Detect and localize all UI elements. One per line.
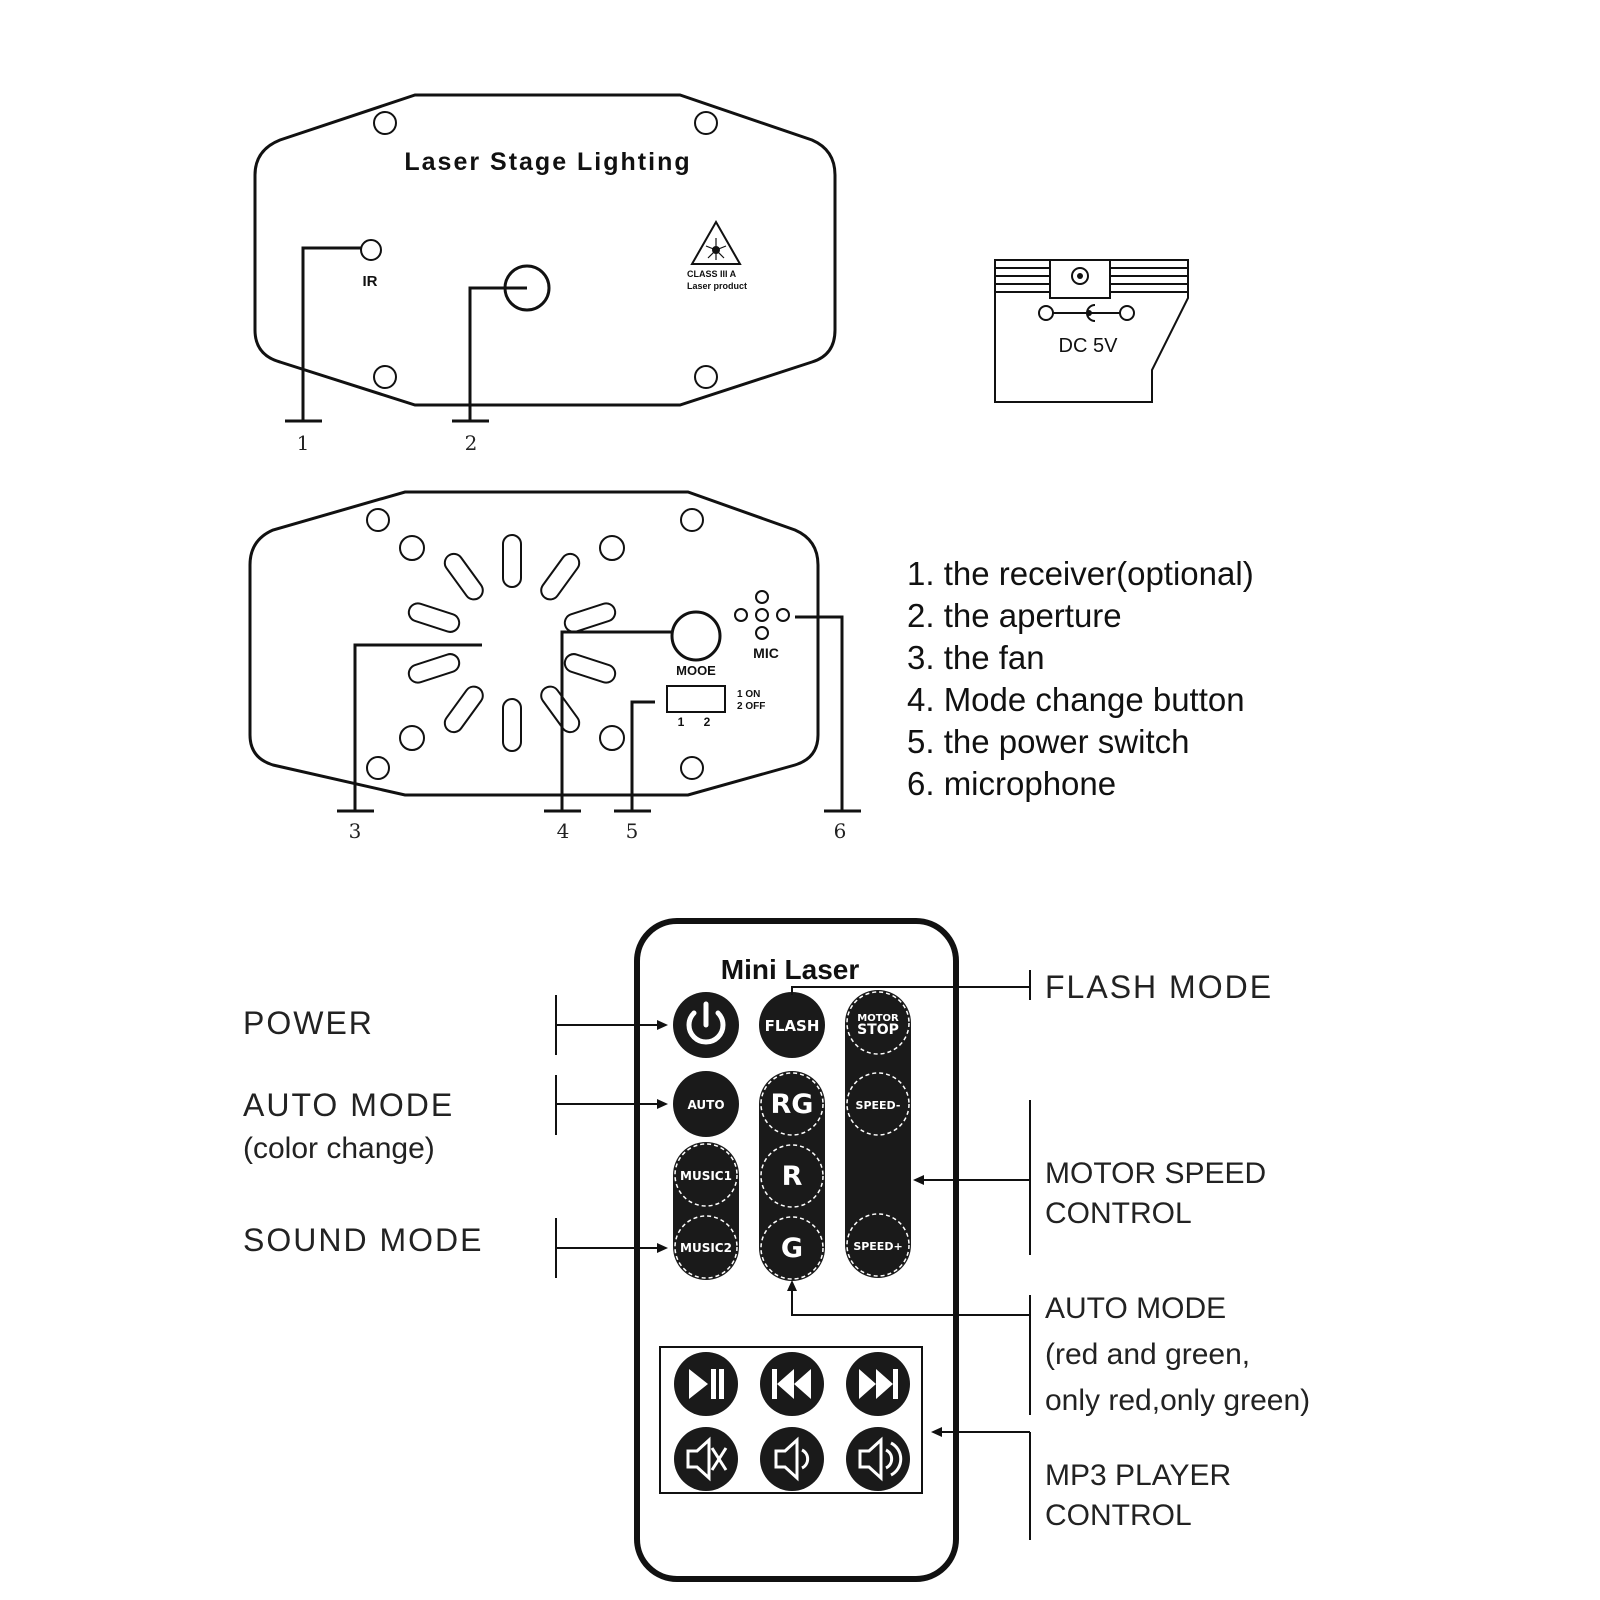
mute-icon <box>686 1436 728 1482</box>
laser-class-text: CLASS III A <box>687 269 737 279</box>
volume-down-icon <box>774 1436 810 1482</box>
auto-mode-colors-label-1: AUTO MODE <box>1045 1292 1226 1325</box>
vent-lines <box>995 267 1188 293</box>
flash-mode-label: FLASH MODE <box>1045 969 1273 1005</box>
play-pause-icon <box>689 1369 724 1399</box>
mic-label: MIC <box>753 645 779 661</box>
next-track-icon <box>859 1369 898 1399</box>
g-button[interactable]: G <box>781 1233 803 1264</box>
mute-button[interactable] <box>674 1427 738 1491</box>
front-panel: Laser Stage Lighting IR 1 2 CLASS III A … <box>253 93 837 455</box>
front-panel-outline <box>253 93 837 407</box>
callout-number-6: 6 <box>834 819 847 843</box>
motor-stop-button[interactable]: STOP <box>857 1022 899 1038</box>
callout-line-5 <box>630 700 655 810</box>
polarity-icon <box>1038 304 1135 322</box>
callout-number-3: 3 <box>349 819 362 843</box>
callout-line-1 <box>301 246 361 420</box>
ir-receiver <box>360 239 382 261</box>
auto-mode-colors-label-2: (red and green, <box>1045 1338 1250 1371</box>
legend-item: 3. the fan <box>907 639 1045 676</box>
auto-mode-sublabel: (color change) <box>243 1132 435 1165</box>
power-icon <box>686 1001 726 1045</box>
panel-title: Laser Stage Lighting <box>404 148 691 176</box>
r-button[interactable]: R <box>782 1161 803 1192</box>
auto-mode-colors-label-3: only red,only green) <box>1045 1384 1310 1417</box>
callout-number-1: 1 <box>297 431 310 455</box>
callout-number-5: 5 <box>626 819 639 843</box>
switch-pos-2: 2 <box>704 715 711 729</box>
switch-on-label: 1 ON <box>737 689 760 700</box>
dc-socket-icon <box>1071 267 1089 285</box>
remote-control: Mini Laser AUTO MUSIC1 MUSIC2 FLASH RG R… <box>634 918 959 1582</box>
legend-item: 1. the receiver(optional) <box>907 555 1254 592</box>
microphone-holes <box>734 590 790 640</box>
mp3-control-box <box>659 1346 923 1494</box>
mp3-label-2: CONTROL <box>1045 1499 1192 1532</box>
screw-hole <box>373 111 397 135</box>
dc-label: DC 5V <box>1059 335 1119 357</box>
power-switch[interactable] <box>666 685 726 713</box>
screw-hole <box>694 111 718 135</box>
legend-item: 6. microphone <box>907 765 1116 802</box>
callout-line-4 <box>560 630 672 810</box>
volume-down-button[interactable] <box>760 1427 824 1491</box>
callout-line-6 <box>795 615 844 810</box>
power-jack-panel: DC 5V <box>994 259 1189 403</box>
callout-number-4: 4 <box>557 819 570 843</box>
music-button-group <box>673 1142 739 1280</box>
screw-hole <box>694 365 718 389</box>
flash-button[interactable] <box>759 992 825 1058</box>
motor-speed-label-2: CONTROL <box>1045 1197 1192 1230</box>
auto-mode-label: AUTO MODE <box>243 1087 454 1123</box>
speed-minus-button[interactable]: SPEED- <box>856 1099 901 1112</box>
screw-hole <box>373 365 397 389</box>
remote-callouts: POWER AUTO MODE (color change) SOUND MOD… <box>243 969 1310 1540</box>
legend-item: 4. Mode change button <box>907 681 1245 718</box>
speed-plus-button[interactable]: SPEED+ <box>853 1240 902 1253</box>
dc-socket-housing <box>1049 259 1111 299</box>
switch-pos-1: 1 <box>678 715 685 729</box>
previous-track-icon <box>772 1369 811 1399</box>
laser-product-text: Laser product <box>687 281 747 291</box>
back-panel-outline <box>248 490 820 797</box>
power-label: POWER <box>243 1005 374 1041</box>
legend: 1. the receiver(optional) 2. the apertur… <box>907 555 1254 802</box>
laser-warning-icon <box>690 219 742 265</box>
volume-up-button[interactable] <box>846 1427 910 1491</box>
screw-hole <box>680 508 704 532</box>
callout-number-2: 2 <box>465 431 478 455</box>
callout-line-2 <box>468 286 527 420</box>
switch-off-label: 2 OFF <box>737 701 765 712</box>
volume-up-icon <box>858 1436 903 1482</box>
callout-line-3 <box>353 643 482 810</box>
motor-button-group <box>845 990 911 1278</box>
auto-button[interactable] <box>673 1071 739 1137</box>
ir-label: IR <box>363 273 378 290</box>
motor-stop-label-1: MOTOR <box>857 1013 899 1024</box>
power-jack-outline <box>994 259 1189 403</box>
sound-mode-label: SOUND MODE <box>243 1222 483 1258</box>
screw-hole <box>366 756 390 780</box>
remote-title: Mini Laser <box>721 954 860 985</box>
back-panel: MOOE 1 ON 2 OFF 1 2 MIC 3 4 5 6 <box>248 490 861 843</box>
mode-button[interactable] <box>670 610 722 662</box>
rg-button[interactable]: RG <box>771 1089 814 1120</box>
legend-item: 5. the power switch <box>907 723 1189 760</box>
mp3-label-1: MP3 PLAYER <box>1045 1459 1231 1492</box>
motor-speed-label-1: MOTOR SPEED <box>1045 1157 1266 1190</box>
fan-vent <box>399 534 625 752</box>
music1-button[interactable]: MUSIC1 <box>680 1169 732 1183</box>
screw-hole <box>680 756 704 780</box>
music2-button[interactable]: MUSIC2 <box>680 1241 732 1255</box>
color-button-group <box>759 1071 825 1281</box>
auto-button-label: AUTO <box>687 1098 724 1112</box>
flash-button-label: FLASH <box>765 1017 820 1035</box>
legend-item: 2. the aperture <box>907 597 1122 634</box>
screw-hole <box>366 508 390 532</box>
mode-label: MOOE <box>676 663 716 678</box>
